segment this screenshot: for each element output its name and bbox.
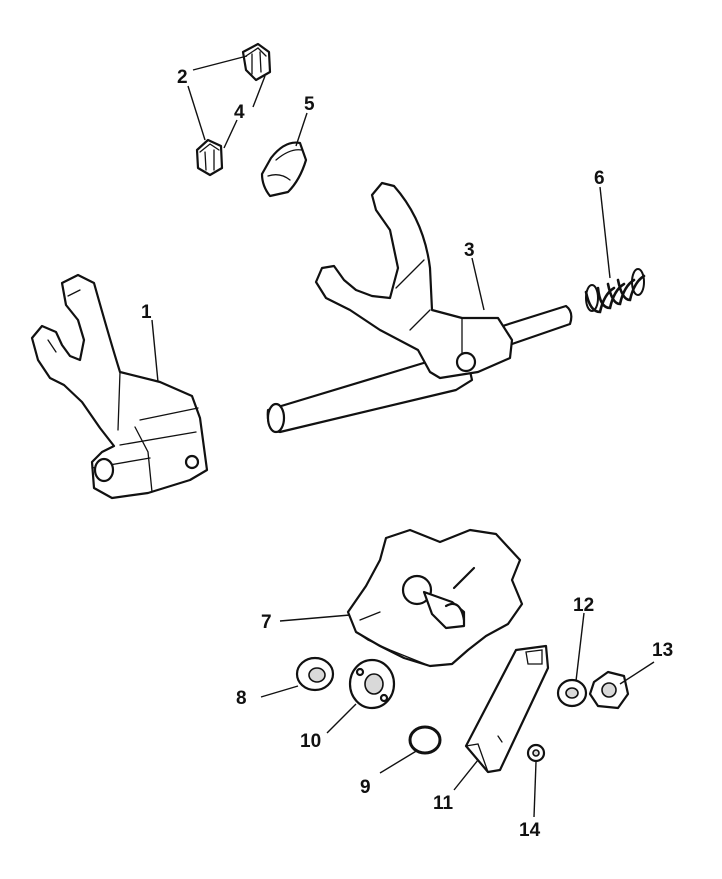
part-4-pad — [195, 138, 224, 177]
callout-numbers: 1 2 3 4 5 6 7 8 9 10 11 12 13 14 — [141, 67, 673, 841]
callout-8: 8 — [236, 688, 247, 709]
callout-14: 14 — [519, 820, 541, 841]
part-7-plate — [346, 528, 524, 668]
callout-13: 13 — [652, 640, 673, 661]
part-11-lever — [464, 644, 550, 774]
part-1-fork — [30, 273, 209, 500]
leader-lines — [151, 55, 655, 818]
part-14-nut — [526, 743, 546, 763]
callout-3: 3 — [464, 240, 475, 261]
callout-5: 5 — [304, 94, 315, 115]
callout-6: 6 — [594, 168, 605, 189]
part-6-spring — [584, 268, 646, 314]
part-12-washer — [556, 678, 588, 708]
callout-4: 4 — [234, 102, 245, 123]
callout-7: 7 — [261, 612, 272, 633]
callout-12: 12 — [573, 595, 594, 616]
callout-10: 10 — [300, 731, 321, 752]
part-5-shoe — [260, 141, 308, 198]
callout-2: 2 — [177, 67, 188, 88]
part-10-bushing — [348, 658, 396, 710]
part-8-washer — [295, 656, 335, 692]
callout-11: 11 — [433, 793, 454, 814]
part-13-nut — [588, 670, 630, 710]
part-2-pad — [241, 42, 272, 82]
callout-1: 1 — [141, 302, 152, 323]
part-9-ring — [408, 725, 442, 755]
callout-9: 9 — [360, 777, 371, 798]
part-3-fork-rod — [266, 181, 573, 434]
